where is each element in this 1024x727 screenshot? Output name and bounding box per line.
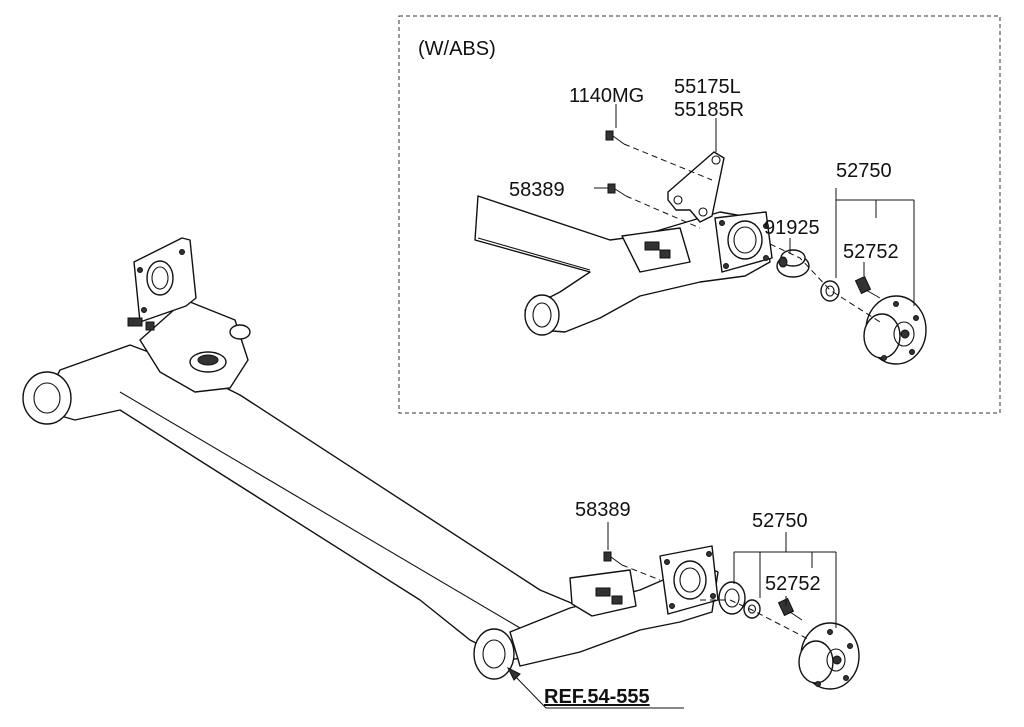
inset-label-52750: 52750 — [836, 160, 892, 182]
inset-wheel-speed-sensor — [776, 249, 810, 278]
inset-hub-bolt-icon — [854, 275, 881, 299]
inset-bolt-58389-icon — [607, 183, 627, 197]
ref-arrow — [506, 666, 684, 709]
inset-label-52752: 52752 — [843, 241, 899, 263]
main-hub-bolt-icon — [777, 597, 803, 621]
inset-label-1140mg: 1140MG — [569, 85, 644, 107]
main-hub-cap — [718, 581, 746, 615]
inset-label-91925: 91925 — [764, 217, 820, 239]
inset-hub-assembly — [863, 295, 927, 365]
main-label-58389: 58389 — [575, 499, 631, 521]
main-washer — [743, 599, 761, 619]
inset-label-58389: 58389 — [509, 179, 565, 201]
inset-torsion-beam-arm — [474, 195, 773, 336]
main-label-52750: 52750 — [752, 510, 808, 532]
main-leader-lines — [607, 522, 837, 641]
inset-leader-lines — [594, 104, 915, 323]
main-bolt-58389-icon — [603, 551, 623, 566]
inset-sensor-bracket — [667, 151, 725, 223]
inset-label-55175l: 55175L — [674, 76, 741, 98]
inset-title: (W/ABS) — [418, 38, 496, 60]
torsion-beam-axle — [22, 237, 719, 680]
ref-label[interactable]: REF.54-555 — [544, 686, 650, 708]
inset-label-55185r: 55185R — [674, 99, 744, 121]
abs-inset-frame — [398, 15, 1001, 414]
inset-bolt-1140mg-icon — [605, 130, 625, 145]
inset-washer — [820, 280, 840, 302]
main-label-52752: 52752 — [765, 573, 821, 595]
main-hub-assembly — [798, 622, 860, 690]
